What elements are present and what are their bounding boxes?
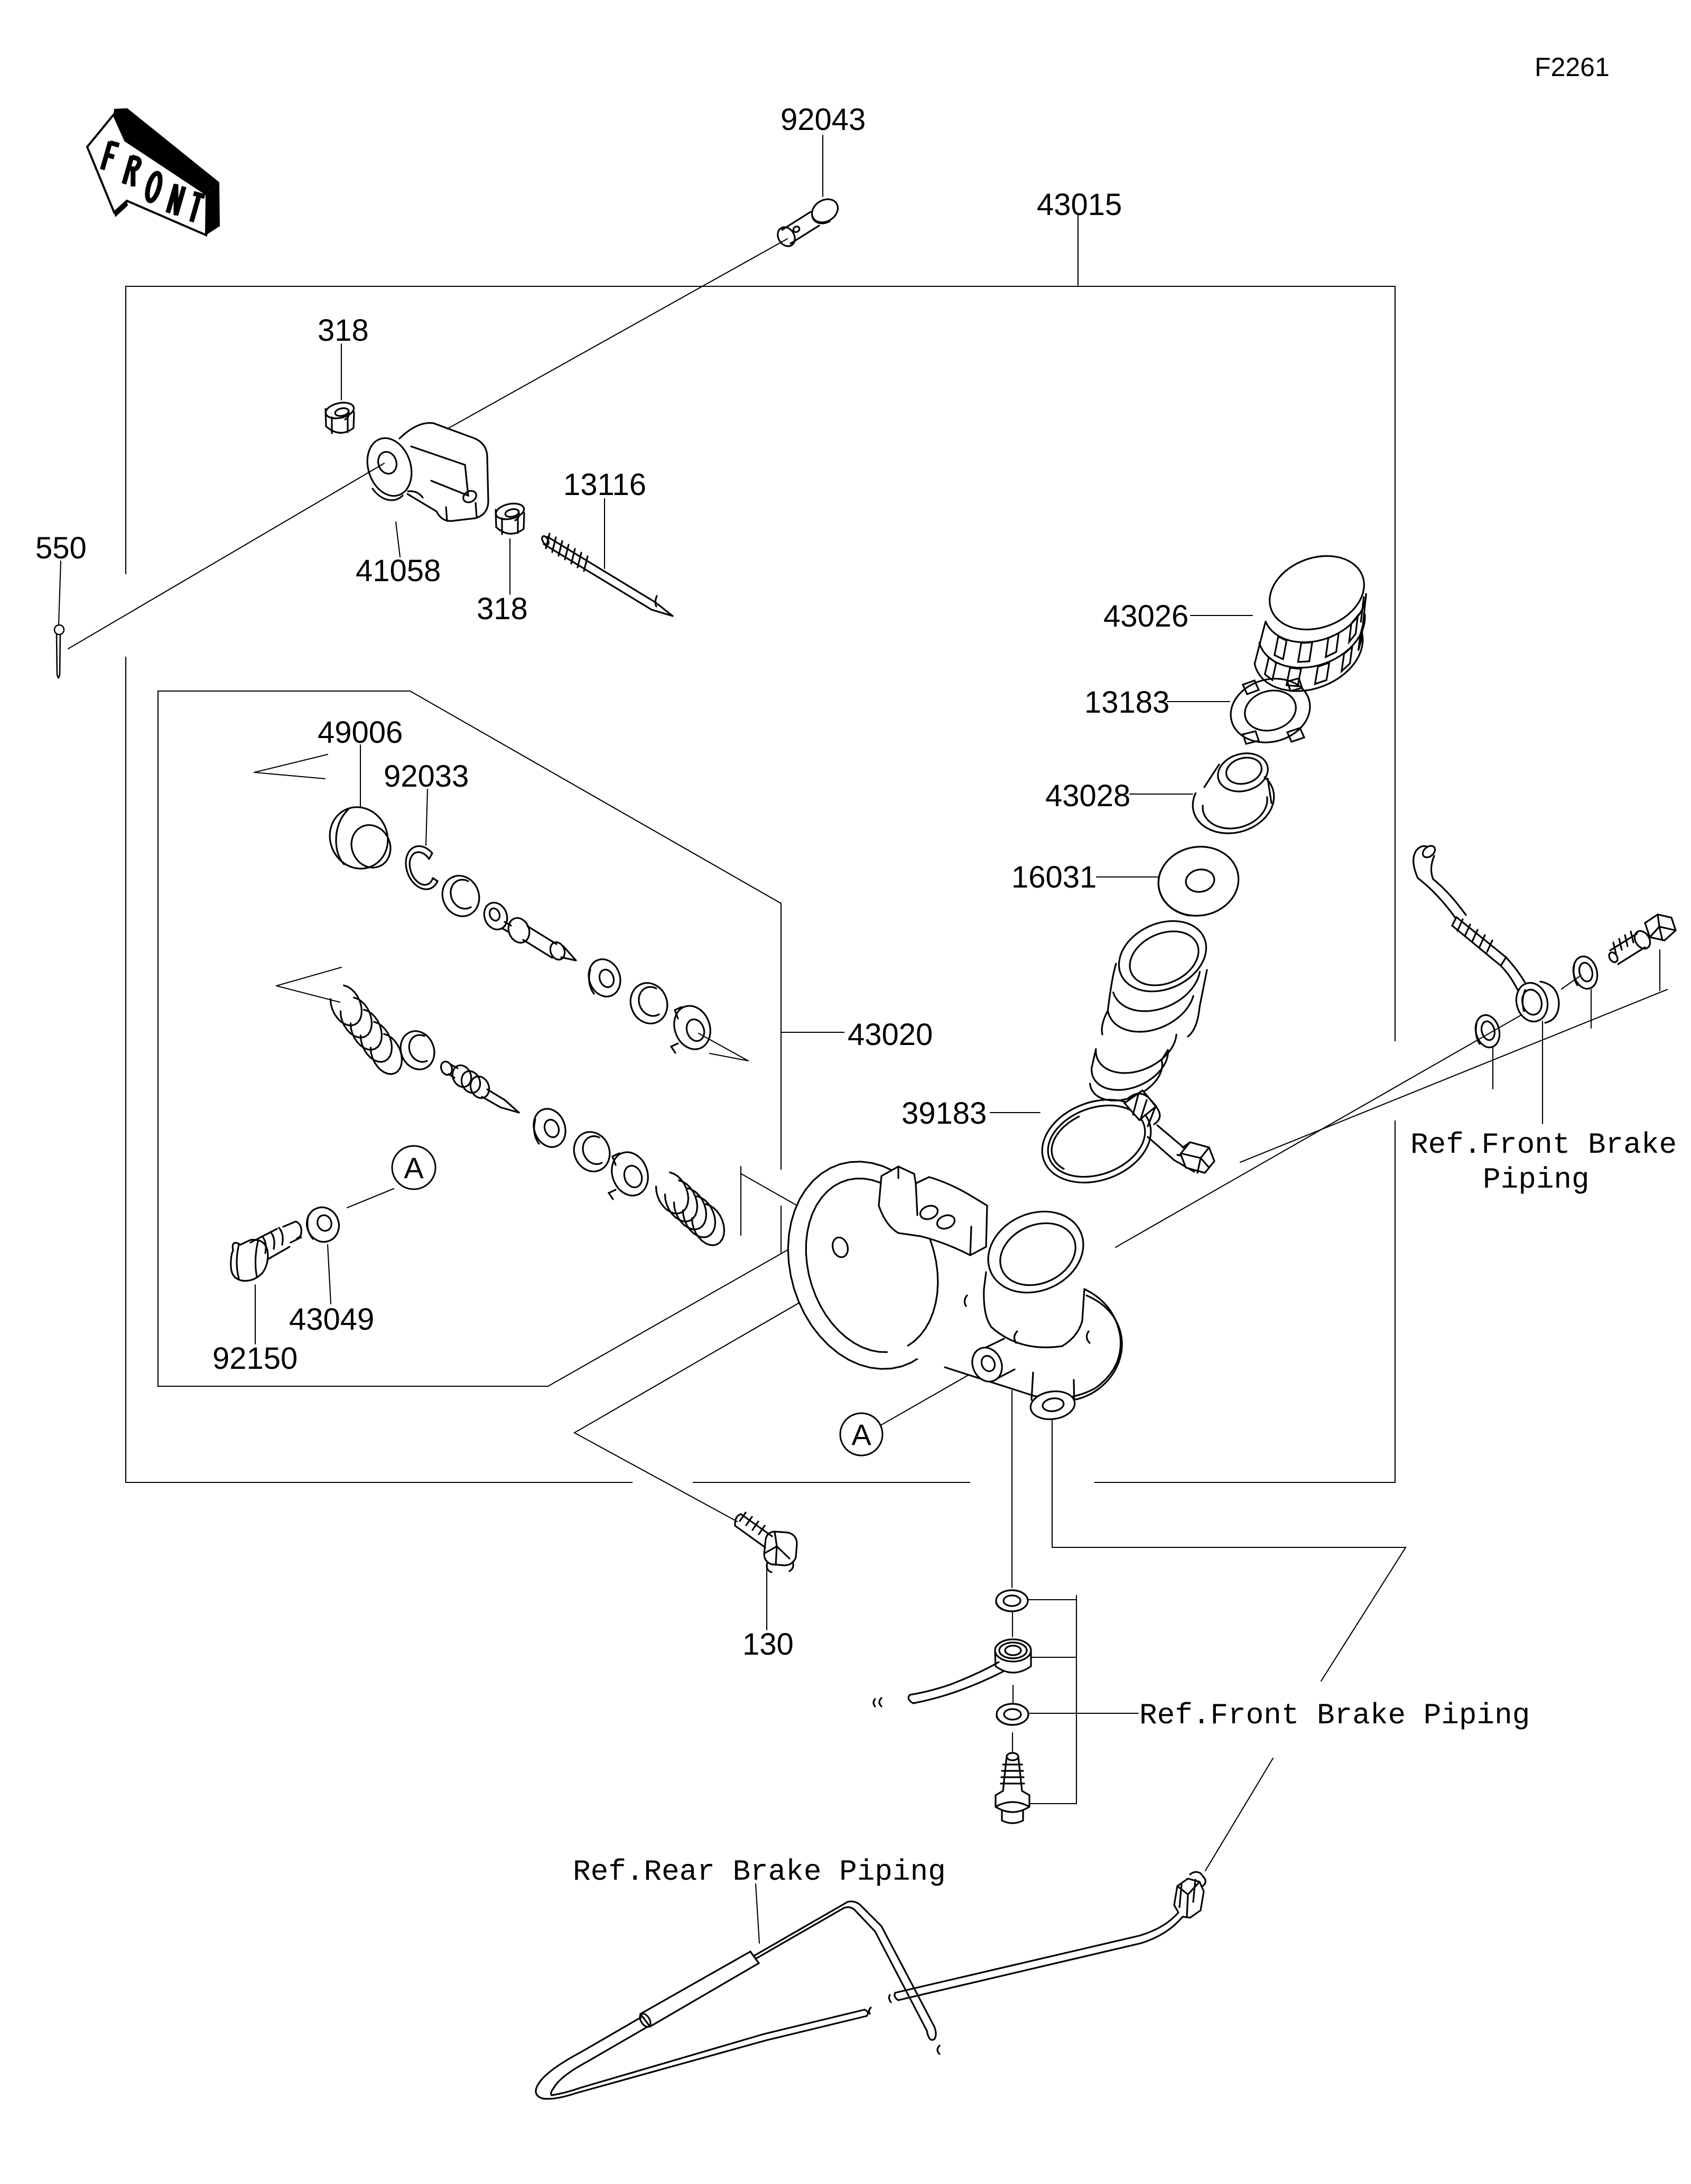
svg-text:43049: 43049 xyxy=(289,1302,374,1337)
svg-text:130: 130 xyxy=(742,1627,794,1662)
svg-text:16031: 16031 xyxy=(1011,860,1097,894)
svg-text:Piping: Piping xyxy=(1483,1163,1590,1197)
svg-text:A: A xyxy=(404,1151,424,1184)
svg-text:41058: 41058 xyxy=(356,554,441,588)
svg-text:A: A xyxy=(851,1418,871,1451)
svg-text:318: 318 xyxy=(477,592,528,626)
svg-text:13116: 13116 xyxy=(563,468,646,502)
svg-text:92043: 92043 xyxy=(781,102,866,137)
svg-text:49006: 49006 xyxy=(318,715,403,750)
svg-text:F2261: F2261 xyxy=(1535,52,1610,82)
svg-text:Ref.Front Brake Piping: Ref.Front Brake Piping xyxy=(1139,1698,1530,1732)
svg-text:43020: 43020 xyxy=(848,1018,933,1052)
svg-text:43026: 43026 xyxy=(1103,599,1188,633)
svg-text:318: 318 xyxy=(318,313,369,348)
svg-text:92150: 92150 xyxy=(212,1341,298,1376)
svg-text:13183: 13183 xyxy=(1084,685,1169,720)
svg-text:Ref.Rear Brake Piping: Ref.Rear Brake Piping xyxy=(573,1855,946,1889)
svg-text:Ref.Front Brake: Ref.Front Brake xyxy=(1410,1128,1677,1162)
svg-text:43028: 43028 xyxy=(1045,779,1130,813)
svg-text:92033: 92033 xyxy=(384,759,469,794)
svg-text:39183: 39183 xyxy=(902,1096,987,1131)
svg-text:550: 550 xyxy=(35,531,87,565)
svg-text:43015: 43015 xyxy=(1037,188,1122,222)
